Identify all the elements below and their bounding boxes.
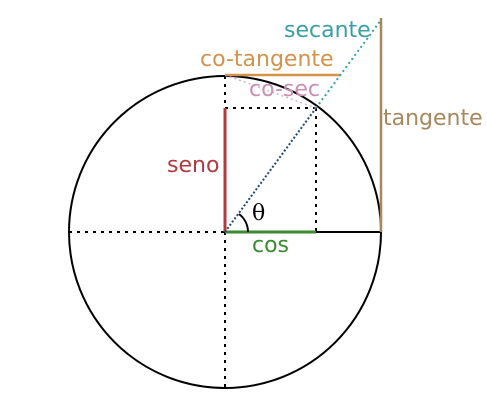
cotangente-label: co-tangente [200, 47, 334, 72]
seno-label: seno [167, 153, 219, 178]
cosec-segment [224, 74, 317, 109]
cosec-label: co-sec [249, 77, 320, 102]
radius-line [224, 107, 317, 233]
secante-label: secante [284, 18, 371, 43]
theta-label: θ [252, 201, 265, 226]
tangente-label: tangente [383, 106, 483, 131]
theta-angle-arc [238, 213, 249, 233]
cos-label: cos [252, 233, 289, 258]
secante-line [315, 19, 382, 109]
